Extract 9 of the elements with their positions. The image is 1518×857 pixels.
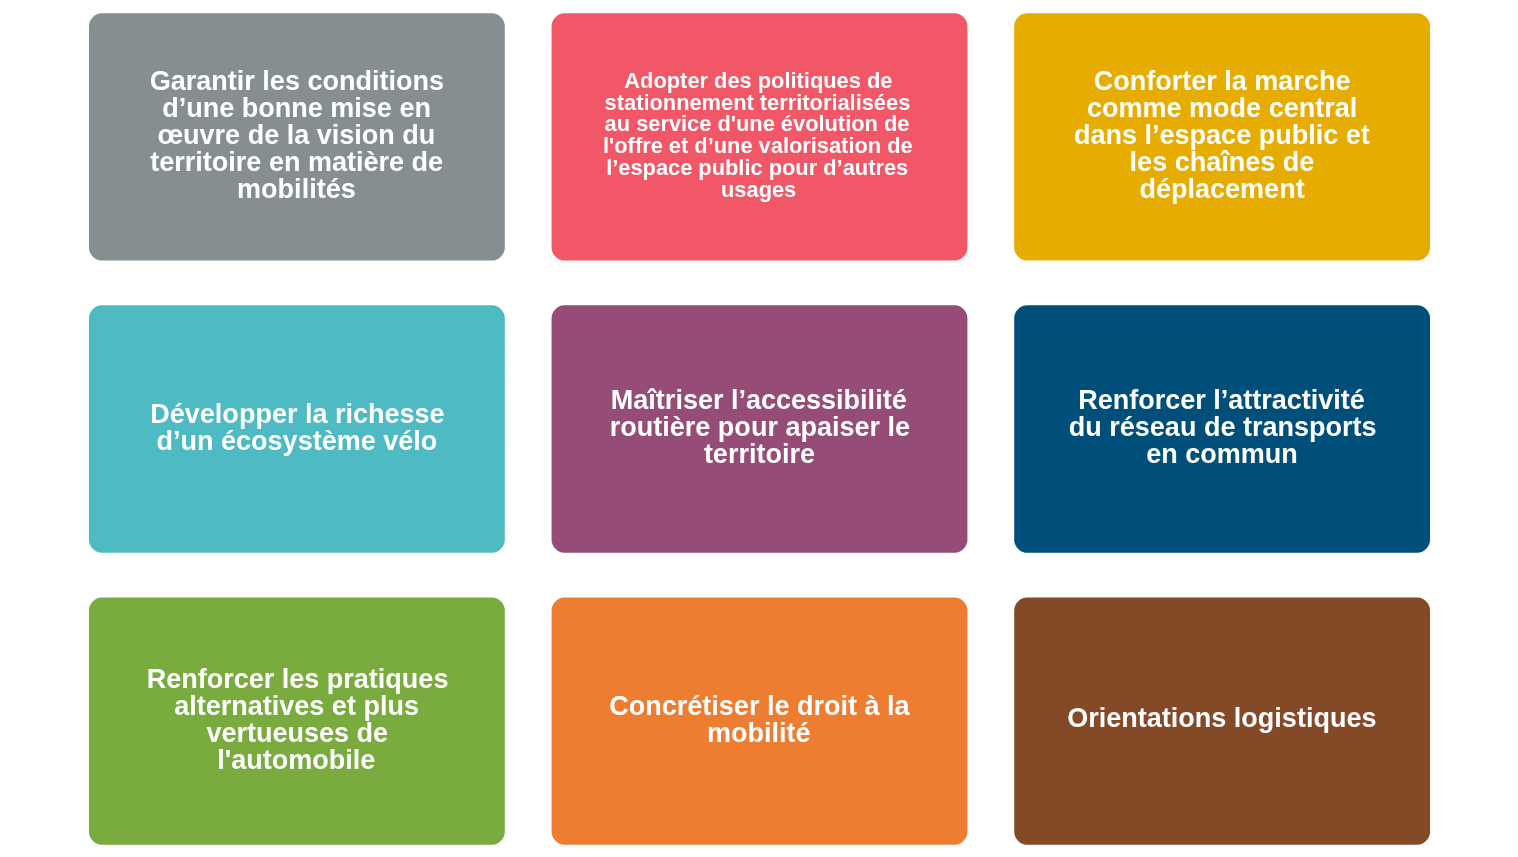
node-box: Adopter des politiques de stationnement territorialisées au service d'une évolution de l'offre et d’une valorisation de l’espace public pour d’autres usages <box>551 12 967 261</box>
node-box: Développer la richesse d’un écosystème vélo <box>88 304 505 553</box>
node-box: Concrétiser le droit à la mobilité <box>551 596 967 845</box>
node-box: Renforcer les pratiques alternatives et plus vertueuses de l'automobile <box>88 596 505 845</box>
node-box: Conforter la marche comme mode central dans l’espace public et les chaînes de déplacement <box>1013 12 1430 261</box>
node-box: Garantir les conditions d’une bonne mise en œuvre de la vision du territoire en matière de mobilités <box>88 12 505 261</box>
node-box: Maîtriser l’accessibilité routière pour apaiser le territoire <box>551 304 967 553</box>
node-box: Orientations logistiques <box>1013 596 1430 845</box>
node-box: Renforcer l’attractivité du réseau de transports en commun <box>1013 304 1430 553</box>
